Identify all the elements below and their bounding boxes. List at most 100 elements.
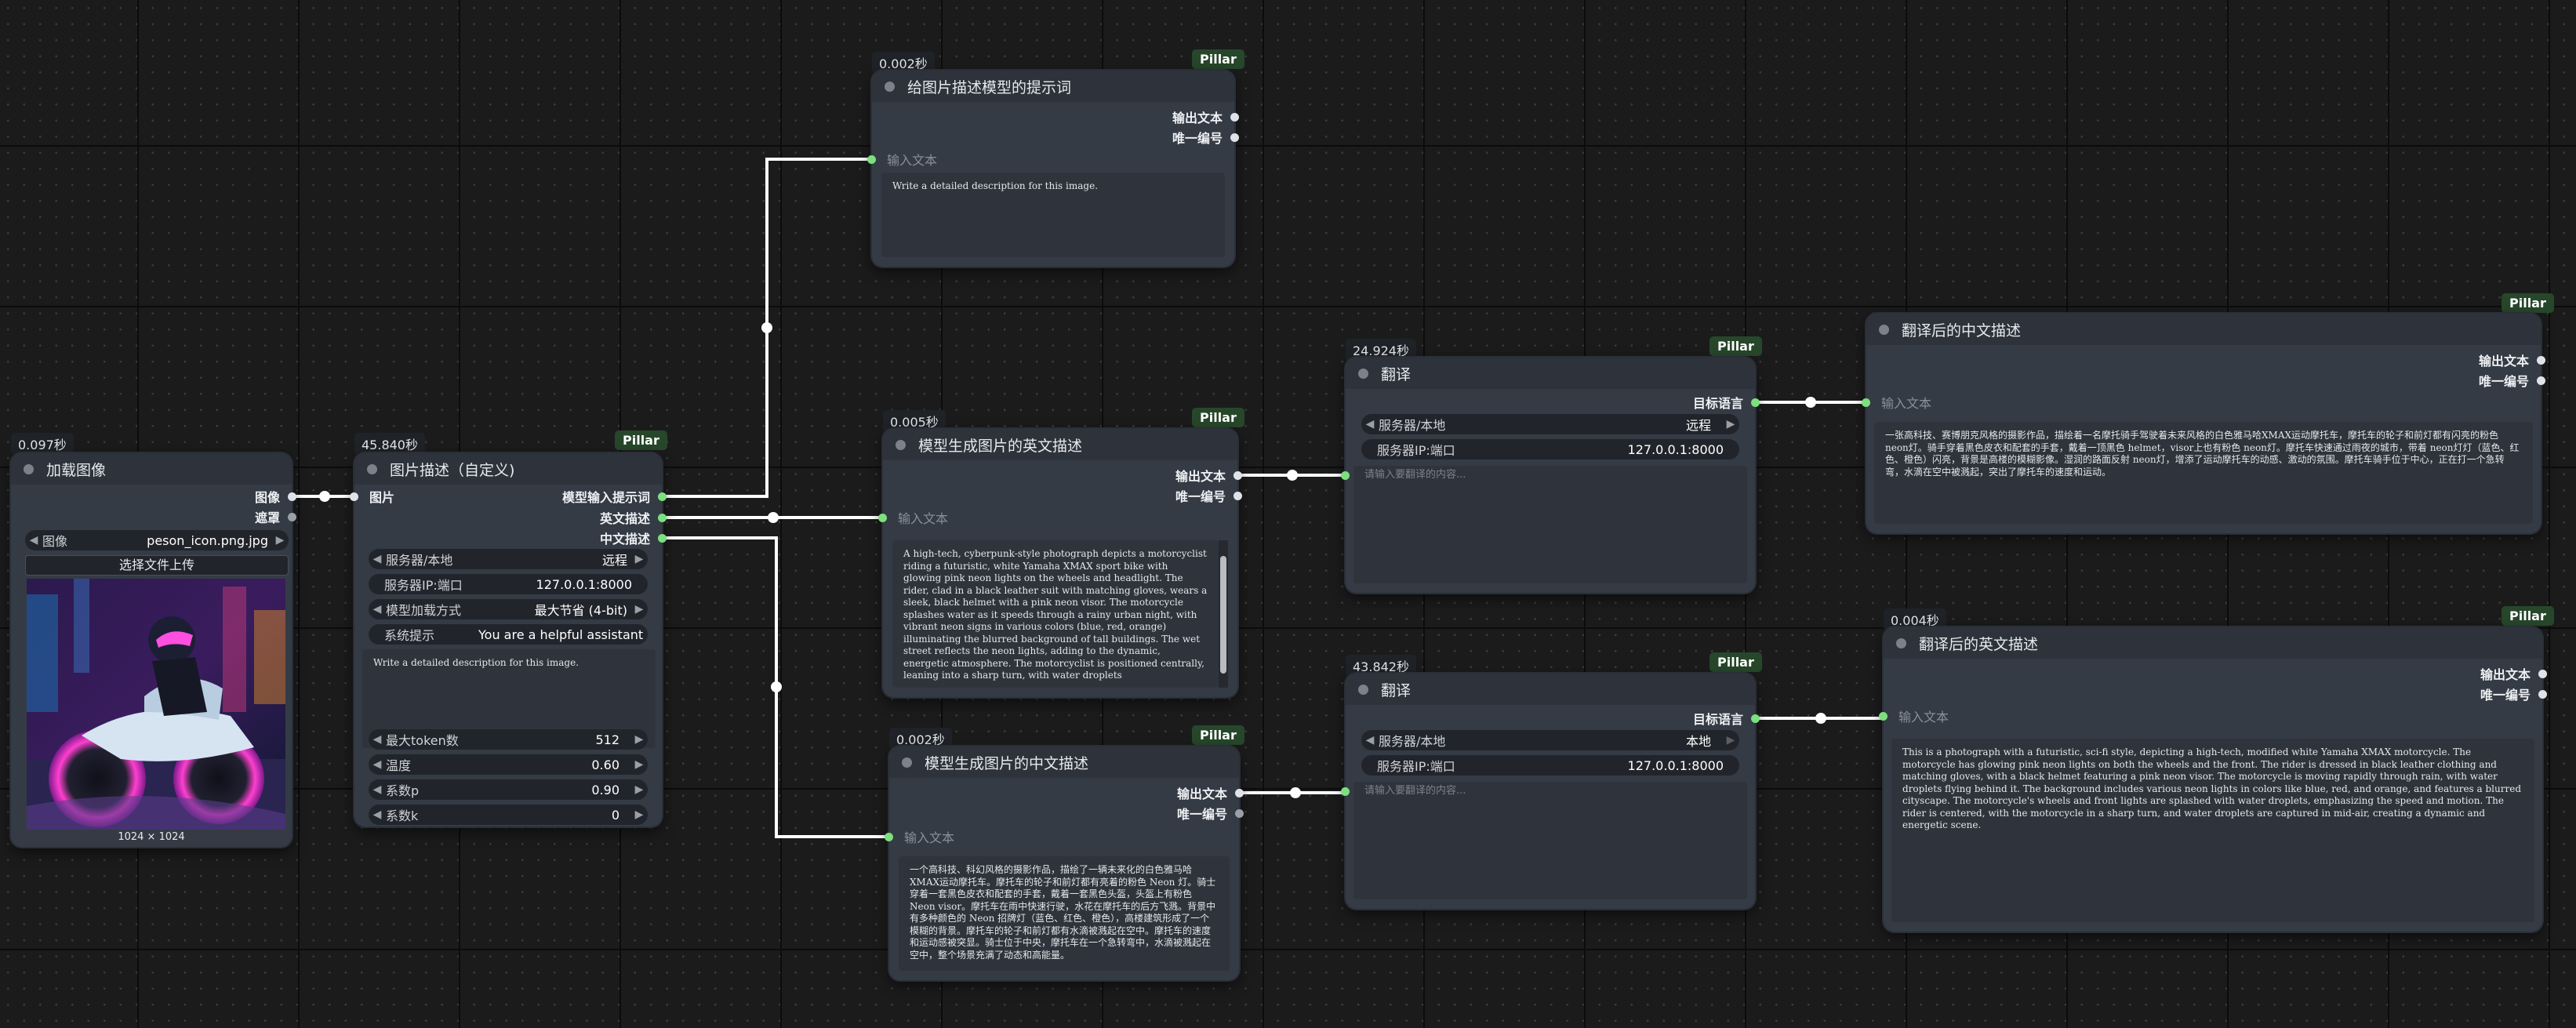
- output-id[interactable]: 唯一编号: [2479, 372, 2545, 389]
- output-target-lang[interactable]: 目标语言: [1693, 710, 1760, 727]
- prompt-text-area[interactable]: Write a detailed description for this im…: [881, 173, 1225, 257]
- load-image-node[interactable]: 加载图像 图像 遮罩 ◀ 图像 peson_icon.png.jpg ▶ 选择文…: [11, 453, 296, 847]
- input-text[interactable]: 输入文本: [885, 828, 954, 845]
- input-text[interactable]: [1341, 467, 1354, 484]
- input-image[interactable]: 图片: [350, 488, 394, 505]
- output-text[interactable]: 输出文本: [1172, 108, 1239, 125]
- output-text[interactable]: 输出文本: [1175, 467, 1242, 484]
- node-title: 翻译: [1381, 365, 1412, 383]
- translate2-timing: 43.842秒: [1346, 655, 1416, 677]
- server-ip-widget[interactable]: 服务器IP:端口 127.0.0.1:8000: [1361, 439, 1739, 460]
- output-id[interactable]: 唯一编号: [2480, 685, 2547, 703]
- output-dot-icon: [658, 492, 667, 501]
- temperature-widget[interactable]: ◀ 温度 0.60 ▶: [369, 754, 648, 775]
- describe-header[interactable]: 图片描述（自定义): [354, 453, 662, 485]
- output-id[interactable]: 唯一编号: [1172, 129, 1239, 146]
- translate2-header[interactable]: 翻译: [1346, 674, 1755, 705]
- server-local-widget[interactable]: ◀ 服务器/本地 远程 ▶: [1361, 414, 1739, 434]
- node-title: 模型生成图片的英文描述: [918, 437, 1083, 455]
- scrollbar[interactable]: [1219, 540, 1228, 688]
- collapse-dot-icon[interactable]: [902, 757, 912, 768]
- zh-translated-header[interactable]: 翻译后的中文描述: [1866, 314, 2541, 345]
- top-k-widget[interactable]: ◀ 系数k 0 ▶: [369, 805, 648, 825]
- prompt-text-node[interactable]: 给图片描述模型的提示词 输出文本 唯一编号 输入文本 Write a detai…: [867, 71, 1239, 267]
- server-local-widget[interactable]: ◀ 服务器/本地 本地 ▶: [1361, 730, 1739, 750]
- upload-button[interactable]: 选择文件上传: [25, 555, 289, 576]
- image-select-widget[interactable]: ◀ 图像 peson_icon.png.jpg ▶: [25, 530, 289, 550]
- output-dot-icon: [1751, 714, 1760, 723]
- arrow-left-icon: ◀: [1365, 734, 1375, 746]
- arrow-left-icon: ◀: [372, 808, 382, 821]
- node-title: 给图片描述模型的提示词: [907, 78, 1072, 96]
- input-dot-icon: [1862, 398, 1870, 407]
- output-image[interactable]: 图像: [255, 488, 296, 505]
- model-load-widget[interactable]: ◀ 模型加载方式 最大节省 (4-bit) ▶: [369, 599, 648, 619]
- en-translated-node[interactable]: 翻译后的英文描述 输出文本 唯一编号 输入文本 This is a photog…: [1879, 627, 2547, 932]
- arrow-right-icon: ▶: [1726, 418, 1735, 430]
- input-text[interactable]: 输入文本: [867, 151, 937, 168]
- collapse-dot-icon[interactable]: [1879, 324, 1889, 335]
- output-id[interactable]: 唯一编号: [1177, 805, 1244, 822]
- arrow-left-icon: ◀: [372, 603, 382, 616]
- translate-node-1[interactable]: 翻译 目标语言 ◀ 服务器/本地 远程 ▶ 服务器IP:端口 127.0.0.1…: [1341, 358, 1760, 593]
- server-ip-widget[interactable]: 服务器IP:端口 127.0.0.1:8000: [1361, 755, 1739, 776]
- collapse-dot-icon[interactable]: [367, 463, 377, 474]
- zh-desc-node[interactable]: 模型生成图片的中文描述 输出文本 唯一编号 输入文本 一个高科技、科幻风格的摄影…: [885, 746, 1244, 980]
- output-dot-icon: [1235, 788, 1244, 797]
- max-token-widget[interactable]: ◀ 最大token数 512 ▶: [369, 729, 648, 750]
- describe-node[interactable]: 图片描述（自定义) 图片 模型输入提示词 英文描述 中文描述 ◀ 服务器/本地 …: [350, 453, 667, 826]
- input-dot-icon: [1879, 711, 1887, 721]
- translate-text-area[interactable]: 请输入要翻译的内容...: [1353, 466, 1747, 583]
- arrow-right-icon: ▶: [634, 758, 644, 771]
- en-desc-node[interactable]: 模型生成图片的英文描述 输出文本 唯一编号 输入文本 A high-tech, …: [878, 429, 1242, 697]
- node-title: 模型生成图片的中文描述: [925, 754, 1089, 772]
- zh-desc-header[interactable]: 模型生成图片的中文描述: [889, 746, 1239, 778]
- input-dot-icon: [1341, 786, 1350, 796]
- translate1-header[interactable]: 翻译: [1346, 358, 1755, 389]
- output-target-lang[interactable]: 目标语言: [1693, 394, 1760, 411]
- en-translated-text-area[interactable]: This is a photograph with a futuristic, …: [1891, 739, 2534, 922]
- output-text[interactable]: 输出文本: [1177, 784, 1244, 801]
- output-dot-icon: [1234, 491, 1242, 500]
- collapse-dot-icon[interactable]: [24, 463, 34, 474]
- output-dot-icon: [288, 512, 296, 521]
- pillar-badge: Pillar: [2502, 293, 2554, 313]
- output-en-desc[interactable]: 英文描述: [600, 509, 667, 526]
- wire-zh-desc: [654, 536, 894, 838]
- input-text[interactable]: 输入文本: [878, 509, 948, 526]
- collapse-dot-icon[interactable]: [885, 81, 895, 92]
- output-text[interactable]: 输出文本: [2480, 665, 2547, 682]
- prompt-header[interactable]: 给图片描述模型的提示词: [872, 71, 1234, 102]
- collapse-dot-icon[interactable]: [1358, 684, 1368, 695]
- input-text[interactable]: 输入文本: [1879, 707, 1949, 725]
- output-text[interactable]: 输出文本: [2479, 351, 2545, 369]
- input-text[interactable]: [1341, 783, 1354, 800]
- collapse-dot-icon[interactable]: [896, 439, 906, 450]
- collapse-dot-icon[interactable]: [1896, 638, 1906, 648]
- zh-translated-text-area[interactable]: 一张高科技、赛博朋克风格的摄影作品，描绘着一名摩托骑手驾驶着未来风格的白色雅马哈…: [1874, 422, 2533, 524]
- output-zh-desc[interactable]: 中文描述: [600, 529, 667, 547]
- en-desc-header[interactable]: 模型生成图片的英文描述: [883, 429, 1237, 460]
- top-p-widget[interactable]: ◀ 系数p 0.90 ▶: [369, 779, 648, 800]
- output-id[interactable]: 唯一编号: [1175, 487, 1242, 504]
- system-prompt-widget[interactable]: 系统提示 You are a helpful assistant an: [369, 624, 648, 645]
- server-ip-widget[interactable]: 服务器IP:端口 127.0.0.1:8000: [369, 574, 648, 594]
- en-translated-header[interactable]: 翻译后的英文描述: [1884, 627, 2542, 659]
- arrow-left-icon: ◀: [372, 783, 382, 796]
- zh-translated-node[interactable]: 翻译后的中文描述 输出文本 唯一编号 输入文本 一张高科技、赛博朋克风格的摄影作…: [1862, 314, 2545, 533]
- output-mask[interactable]: 遮罩: [255, 508, 296, 525]
- translate-text-area[interactable]: 请输入要翻译的内容...: [1353, 782, 1747, 899]
- server-local-widget[interactable]: ◀ 服务器/本地 远程 ▶: [369, 549, 648, 569]
- arrow-right-icon: ▶: [634, 553, 644, 565]
- output-prompt[interactable]: 模型输入提示词: [562, 488, 667, 505]
- input-text[interactable]: 输入文本: [1862, 394, 1931, 411]
- translate-node-2[interactable]: 翻译 目标语言 ◀ 服务器/本地 本地 ▶ 服务器IP:端口 127.0.0.1…: [1341, 674, 1760, 909]
- scrollbar-thumb[interactable]: [1220, 556, 1226, 674]
- load-image-header[interactable]: 加载图像: [11, 453, 292, 485]
- collapse-dot-icon[interactable]: [1358, 368, 1368, 379]
- output-dot-icon: [1230, 133, 1239, 142]
- zh-desc-text-area[interactable]: 一个高科技、科幻风格的摄影作品，描绘了一辆未来化的白色雅马哈XMAX运动摩托车。…: [899, 856, 1230, 971]
- en-translated-timing: 0.004秒: [1884, 608, 1946, 630]
- en-desc-text-area[interactable]: A high-tech, cyberpunk-style photograph …: [892, 540, 1219, 688]
- input-dot-icon: [867, 154, 876, 164]
